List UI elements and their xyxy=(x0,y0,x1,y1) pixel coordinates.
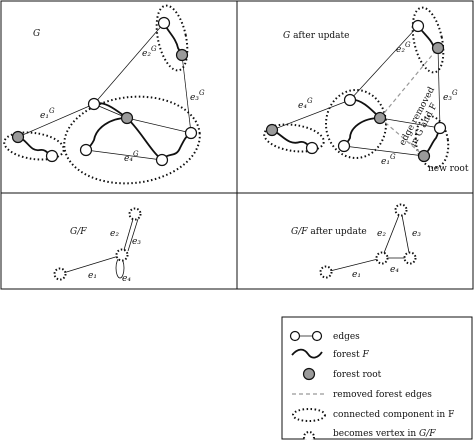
vertex-component xyxy=(375,251,389,265)
edge-label-e1: e₁ xyxy=(88,271,97,281)
vertex xyxy=(87,97,101,111)
panel-title-gf-updated: G/F after update xyxy=(291,227,367,237)
legend-forest-label: forest F xyxy=(333,350,369,360)
vertex-component xyxy=(319,265,333,279)
edge-label-e2: e₂G xyxy=(396,41,411,55)
edge-g xyxy=(17,103,95,138)
edge-quotient xyxy=(59,254,123,275)
quotient-graph-updated: G/F after update e₂ e₃ e₄ e₁ xyxy=(291,203,421,280)
vertex xyxy=(184,126,198,140)
edge-g xyxy=(379,117,441,129)
removed-note: edge removed in G and F xyxy=(398,85,440,148)
vertex-component xyxy=(53,267,67,281)
component-main xyxy=(63,95,201,185)
edge-label-e1: e₁G xyxy=(40,107,55,121)
legend: edges forest F forest root removed fores… xyxy=(281,316,473,440)
vertex-root xyxy=(373,111,387,125)
edge-g xyxy=(181,54,192,134)
edge-label-e4: e₄ xyxy=(390,265,399,275)
component-middle xyxy=(325,89,387,159)
vertex-component xyxy=(128,207,142,221)
edge-label-e3: e₃ xyxy=(412,229,421,239)
edge-quotient xyxy=(400,209,411,259)
component-top xyxy=(155,4,189,72)
vertex xyxy=(155,153,169,167)
vertex-component xyxy=(403,251,417,265)
forest-edge xyxy=(271,129,313,149)
edge-quotient xyxy=(381,209,402,259)
vertex xyxy=(79,143,93,157)
edge-label-e4: e₄ xyxy=(122,274,131,284)
legend-component-label1: connected component in F xyxy=(333,410,454,420)
graph-g-updated: G after update e₄G e₂G e₃G xyxy=(263,6,469,174)
vertex-root xyxy=(431,41,445,55)
vertex-root xyxy=(120,111,134,125)
edge-label-e4: e₄G xyxy=(298,97,313,111)
vertex-root xyxy=(265,123,279,137)
forest-edge xyxy=(85,117,128,151)
panel-title-gf: G/F xyxy=(70,227,87,237)
edge-label-e2: e₂G xyxy=(142,45,157,59)
vertex xyxy=(337,139,351,153)
vertex-root xyxy=(417,149,431,163)
vertex xyxy=(433,121,447,135)
edge-label-e3: e₃ xyxy=(132,237,141,247)
edge-quotient xyxy=(123,218,134,251)
vertex xyxy=(157,16,171,30)
edge-g xyxy=(93,22,165,105)
legend-component-symbol xyxy=(292,408,326,422)
legend-root-label: forest root xyxy=(333,370,382,380)
legend-removed-label: removed forest edges xyxy=(333,390,432,400)
vertex xyxy=(343,93,357,107)
legend-forest-symbol xyxy=(291,348,323,359)
component-left xyxy=(3,131,65,161)
legend-edges-label: edges xyxy=(333,332,360,342)
edge-label-e4: e₄G xyxy=(124,150,139,164)
vertex-component xyxy=(115,248,129,262)
edge-g xyxy=(349,25,419,101)
edge-label-e1: e₁G xyxy=(381,153,396,167)
edge-g xyxy=(437,47,441,129)
legend-root-symbol xyxy=(302,367,316,381)
legend-edge-symbol xyxy=(311,330,323,342)
component-top xyxy=(411,6,445,74)
removed-forest-edge xyxy=(379,47,439,119)
legend-box xyxy=(281,316,473,440)
edge-quotient xyxy=(127,218,139,252)
edge-g xyxy=(343,145,425,157)
component-right xyxy=(414,115,450,169)
legend-component-label2: becomes vertex in G/F xyxy=(333,429,436,439)
edge-label-e3: e₃G xyxy=(190,89,205,103)
edge-label-e1: e₁ xyxy=(352,270,361,280)
graph-g: G e₁G e₂G e₃G e₄G xyxy=(3,4,205,185)
edge-g xyxy=(271,99,351,131)
quotient-graph: G/F e₂ e₃ e₁ e₄ xyxy=(53,207,142,284)
edge-quotient xyxy=(325,257,383,273)
forest-edge xyxy=(343,117,381,147)
panel-title-g-updated: G after update xyxy=(283,31,350,41)
edge-label-e2: e₂ xyxy=(377,229,386,239)
vertex-root xyxy=(175,48,189,62)
vertex-root xyxy=(11,130,25,144)
vertex xyxy=(411,19,425,33)
vertex xyxy=(305,141,319,155)
edge-label-e3: e₃G xyxy=(443,89,458,103)
panel-bottom-right xyxy=(236,192,474,290)
edge-g xyxy=(85,149,163,161)
legend-vertex-symbol xyxy=(303,431,315,440)
vertex xyxy=(45,149,59,163)
legend-edge-symbol xyxy=(289,330,301,342)
removed-forest-edge xyxy=(379,117,425,157)
vertex-component xyxy=(394,203,408,217)
new-root-label: new root xyxy=(428,164,469,174)
panel-bottom-left xyxy=(0,192,238,290)
edge-label-e2: e₂ xyxy=(110,229,119,239)
edge-g xyxy=(126,117,192,134)
panel-title-g: G xyxy=(33,29,40,39)
component-left xyxy=(263,123,325,153)
